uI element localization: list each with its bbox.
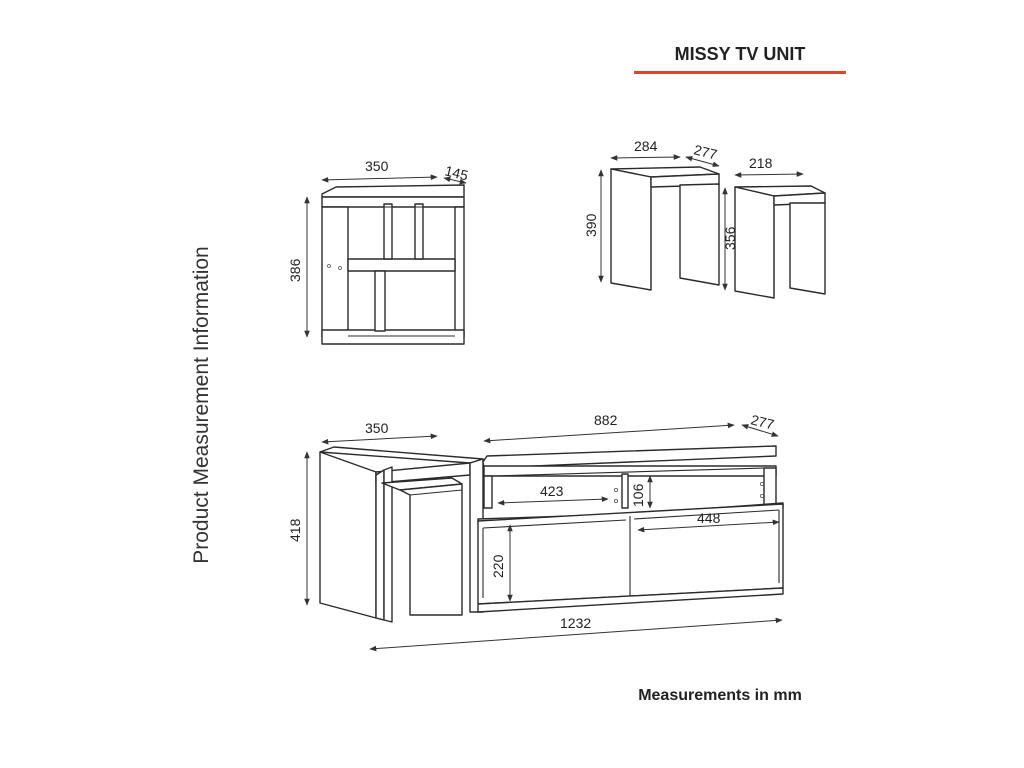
tv-door-width-dimension [637,519,780,533]
tv-depth-dimension [741,424,779,437]
nesting-tables [319,446,484,623]
big-table-height-label: 390 [583,213,599,237]
tv-door-height-label: 220 [490,554,506,578]
shelf-depth-dimension [443,176,467,185]
big-table-width-dimension [610,154,681,161]
page-title: MISSY TV UNIT [674,44,806,64]
tv-top-width-dimension [483,422,735,444]
tv-unit [477,445,784,613]
tv-total-width-label: 1232 [560,615,591,631]
tv-compartment-height-label: 106 [630,483,646,507]
small-table-width-dimension [734,171,804,178]
small-table-width-label: 218 [749,155,773,171]
title-underline [634,71,846,74]
nesting-height-label: 418 [287,518,303,542]
shelf-height-label: 386 [287,258,303,282]
tv-total-width-dimension [369,617,783,652]
big-table-width-label: 284 [634,138,658,154]
nesting-width-dimension [321,433,438,445]
tv-top-width-label: 882 [594,412,618,428]
shelf-width-dimension [321,174,438,183]
big-side-table [610,166,720,291]
nesting-width-label: 350 [365,420,389,436]
shelf-width-label: 350 [365,158,389,174]
tv-compartment-width-dimension [497,496,609,506]
shelf-depth-label: 145 [443,162,470,183]
big-table-depth-label: 277 [692,141,719,162]
tv-door-width-label: 448 [697,510,721,526]
tv-compartment-width-label: 423 [540,483,564,499]
measurement-units-note: Measurements in mm [638,687,802,704]
tv-depth-label: 277 [749,411,776,432]
small-table-height-label: 356 [722,226,738,250]
small-side-table [734,185,826,299]
big-table-depth-dimension [685,155,720,168]
wall-shelf [321,184,465,345]
